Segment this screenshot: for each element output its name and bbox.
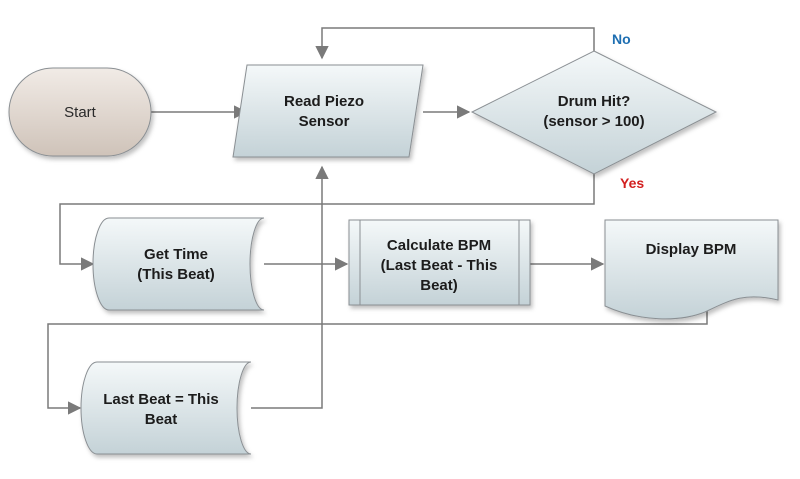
drum-hit-label-line1: Drum Hit?: [558, 93, 631, 110]
calculate-bpm-label-line2: (Last Beat - This: [381, 257, 498, 274]
connector-no-loop: [315, 27, 595, 60]
get-time-node: Get Time (This Beat): [92, 217, 265, 311]
last-beat-label-line2: Beat: [145, 411, 178, 428]
display-bpm-node: Display BPM: [604, 219, 779, 320]
branch-label-yes: Yes: [620, 175, 644, 191]
last-beat-label-line1: Last Beat = This: [103, 391, 218, 408]
start-label: Start: [64, 104, 97, 121]
connector-yes-to-get-time: [59, 174, 595, 271]
drum-hit-decision: Drum Hit? (sensor > 100): [470, 50, 718, 175]
start-node: Start: [8, 67, 152, 157]
drum-hit-label-line2: (sensor > 100): [543, 113, 644, 130]
last-beat-node: Last Beat = This Beat: [80, 361, 252, 455]
connector-display-to-last-beat: [47, 306, 708, 415]
read-sensor-label-line2: Sensor: [299, 113, 350, 130]
get-time-label-line2: (This Beat): [137, 266, 215, 283]
calculate-bpm-label-line3: Beat): [420, 277, 458, 294]
read-sensor-label-line1: Read Piezo: [284, 93, 364, 110]
calculate-bpm-node: Calculate BPM (Last Beat - This Beat): [348, 219, 531, 306]
read-sensor-node: Read Piezo Sensor: [232, 64, 424, 158]
get-time-label-line1: Get Time: [144, 246, 208, 263]
connector-last-beat-to-read: [251, 165, 329, 409]
display-bpm-label: Display BPM: [646, 241, 737, 258]
calculate-bpm-label-line1: Calculate BPM: [387, 237, 491, 254]
branch-label-no: No: [612, 31, 631, 47]
